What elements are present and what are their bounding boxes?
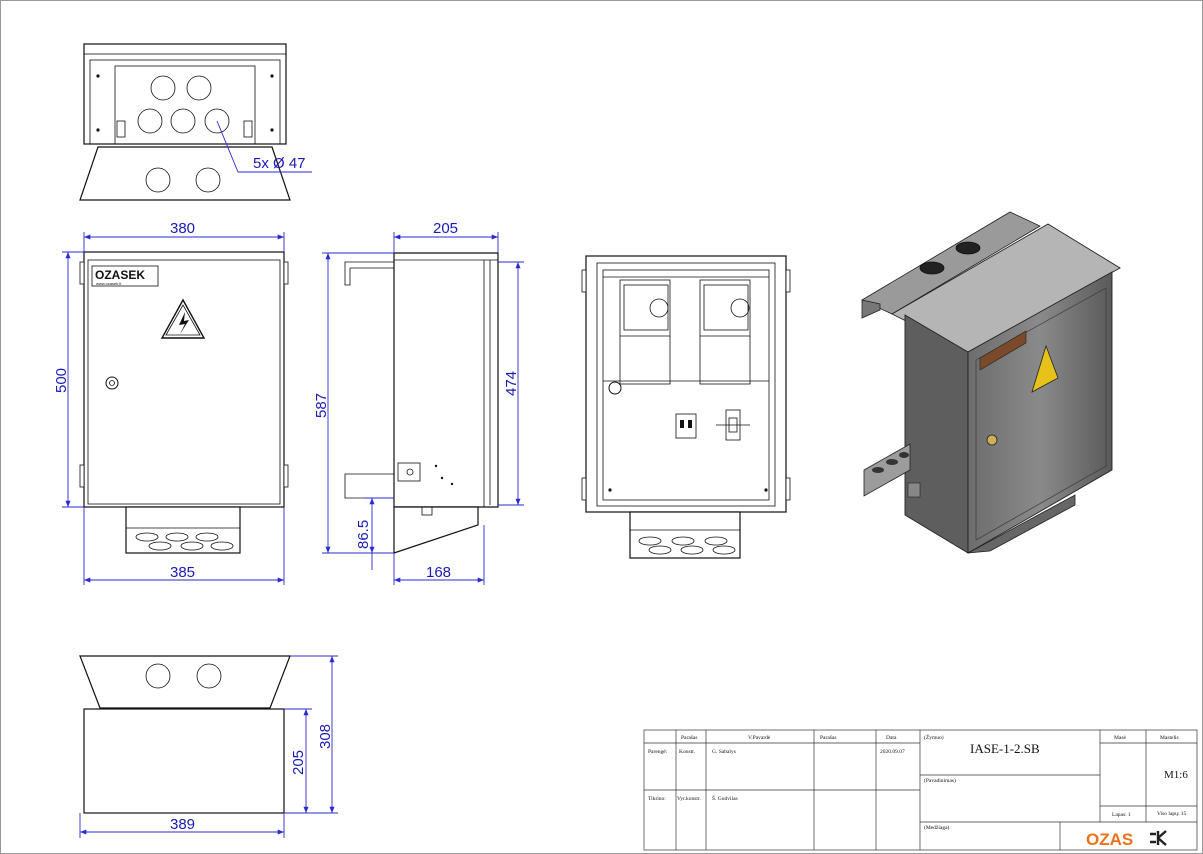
dim-bottom-height-outer: 308	[317, 724, 334, 749]
cable-hole	[204, 108, 230, 134]
row-role: Tikrino:	[648, 796, 666, 802]
interior-view	[581, 255, 791, 559]
pavadinimas-label: (Pavadinimas)	[924, 777, 956, 784]
row-role: Parengė:	[648, 749, 668, 755]
door-lock-icon	[608, 381, 622, 395]
top-view: 5x Ø 47	[79, 43, 312, 201]
brand-name: OZAS	[1086, 830, 1133, 849]
isometric-view	[861, 211, 1121, 554]
dim-bottom-width: 389	[170, 816, 195, 833]
energy-meter-left	[619, 279, 671, 385]
header-parasas: Parašas	[681, 735, 698, 741]
front-view: OZASEK www.ozasek.lt 380 385	[53, 220, 289, 585]
drawing-number: IASE-1-2.SB	[970, 741, 1040, 756]
energy-meter-right	[699, 279, 751, 385]
cable-hole	[150, 75, 176, 101]
title-block: Parašas V.Pavardė Parašas Data Parengė: …	[643, 729, 1198, 851]
total-sheets-label: Viso lapų: 15	[1157, 811, 1187, 817]
row-name: G. Sabalys	[712, 749, 736, 755]
circuit-breaker	[675, 413, 697, 439]
hole-callout: 5x Ø 47	[253, 155, 306, 172]
cable-hole	[137, 108, 163, 134]
header-pavarde: V.Pavardė	[748, 735, 771, 741]
side-view: 205 168 587 474 86.5	[313, 220, 524, 585]
row-position: Vyr.konstr.	[677, 796, 701, 802]
mase-label: Masė	[1114, 735, 1126, 741]
dim-bottom-height-inner: 205	[290, 750, 307, 775]
row-position: Konstr.	[679, 749, 696, 755]
company-logo: OZAS	[1086, 830, 1167, 849]
warning-sign-icon	[1031, 344, 1059, 393]
logo-text: OZASEK	[95, 268, 145, 282]
cable-hole	[170, 108, 196, 134]
sheet-label: Lapas: 1	[1112, 812, 1131, 818]
dim-front-width-bottom: 385	[170, 564, 195, 581]
dim-front-width-top: 380	[170, 220, 195, 237]
dim-side-body-height: 474	[503, 371, 520, 396]
door-lock-icon	[986, 434, 998, 446]
row-date: 2020.09.07	[880, 749, 905, 755]
bottom-view: 389 308 205	[79, 655, 338, 838]
din-rail-breaker	[716, 409, 750, 441]
dim-side-bracket-height: 86.5	[355, 520, 372, 549]
medziaga-label: (Medžiaga)	[924, 824, 950, 831]
brand-mark-icon	[1150, 830, 1167, 846]
dim-side-overall-height: 587	[313, 393, 330, 418]
brand-logo: OZASEK www.ozasek.lt	[91, 265, 159, 287]
dim-side-depth-top: 205	[433, 220, 458, 237]
mastelis-label: Mastelis	[1160, 735, 1179, 741]
dim-side-depth-bottom: 168	[426, 564, 451, 581]
header-parasas-2: Parašas	[820, 735, 837, 741]
logo-subtext: www.ozasek.lt	[96, 281, 122, 286]
row-name: Š. Gudvilas	[712, 794, 738, 802]
header-data: Data	[886, 735, 897, 741]
dim-front-height: 500	[53, 368, 70, 393]
high-voltage-warning-icon	[160, 298, 206, 339]
brand-logo-plate	[979, 330, 1027, 371]
door-lock-icon	[105, 376, 119, 390]
scale-value: M1:6	[1164, 769, 1188, 781]
zymuo-label: (Žymuo)	[924, 733, 944, 741]
cable-hole	[186, 75, 212, 101]
